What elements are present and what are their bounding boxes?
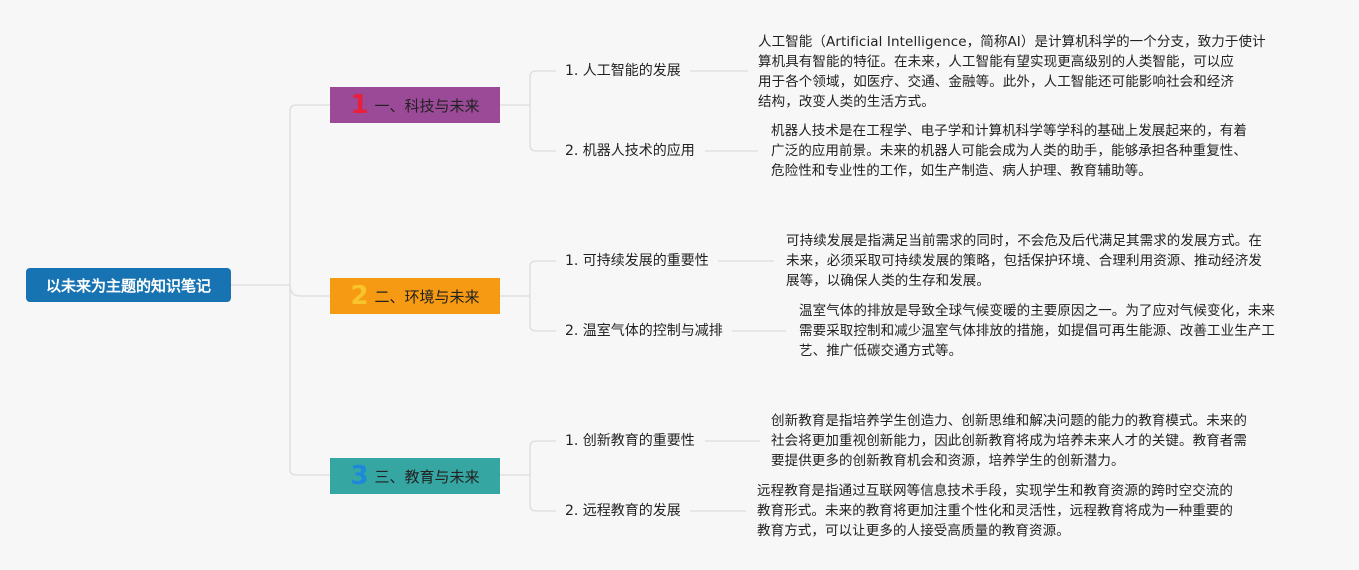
note-line: 人工智能（Artificial Intelligence，简称AI）是计算机科学… [758,34,1266,50]
subtopic-innovative-education[interactable]: 1. 创新教育的重要性 [565,432,695,450]
note-line: 可持续发展是指满足当前需求的同时，不会危及后代满足其需求的发展方式。在 [786,233,1262,249]
note-line: 社会将更加重视创新能力，因此创新教育将成为培养未来人才的关键。教育者需 [771,433,1247,449]
branch-label: 二、环境与未来 [374,287,480,306]
note-line: 需要采取控制和减少温室气体排放的措施，如提倡可再生能源、改善工业生产工 [799,323,1275,339]
number-2-badge: 2 [350,281,369,311]
subtopic-label: 1. 可持续发展的重要性 [565,253,709,269]
subtopic-label: 2. 温室气体的控制与减排 [565,323,723,339]
subtopic-distance-education[interactable]: 2. 远程教育的发展 [565,502,681,520]
note-line: 远程教育是指通过互联网等信息技术手段，实现学生和教育资源的跨时空交流的 [757,483,1233,499]
note-line: 机器人技术是在工程学、电子学和计算机科学等学科的基础上发展起来的，有着 [771,123,1247,139]
note-line: 未来，必须采取可持续发展的策略，包括保护环境、合理利用资源、推动经济发 [786,253,1262,269]
number-1-badge: 1 [350,90,369,120]
note-line: 广泛的应用前景。未来的机器人可能会成为人类的助手，能够承担各种重复性、 [771,143,1247,159]
subtopic-label: 2. 机器人技术的应用 [565,143,695,159]
branch-topic-education[interactable]: 3 三、教育与未来 [330,458,500,494]
root-topic-label: 以未来为主题的知识笔记 [45,276,211,295]
branch-topic-environment[interactable]: 2 二、环境与未来 [330,278,500,314]
note-line: 创新教育是指培养学生创造力、创新思维和解决问题的能力的教育模式。未来的 [771,413,1247,429]
subtopic-label: 2. 远程教育的发展 [565,503,681,519]
note-line: 教育形式。未来的教育将更加注重个性化和灵活性，远程教育将成为一种重要的 [757,503,1233,519]
note-innovative-education[interactable]: 创新教育是指培养学生创造力、创新思维和解决问题的能力的教育模式。未来的 社会将更… [771,411,1247,471]
note-sustainability[interactable]: 可持续发展是指满足当前需求的同时，不会危及后代满足其需求的发展方式。在 未来，必… [786,231,1262,291]
root-topic[interactable]: 以未来为主题的知识笔记 [26,268,231,302]
note-ai-development[interactable]: 人工智能（Artificial Intelligence，简称AI）是计算机科学… [758,32,1266,112]
note-greenhouse-gas[interactable]: 温室气体的排放是导致全球气候变暖的主要原因之一。为了应对气候变化，未来 需要采取… [799,301,1275,361]
connector-root-b2 [289,284,330,297]
subtopic-sustainability[interactable]: 1. 可持续发展的重要性 [565,252,709,270]
subtopic-ai-development[interactable]: 1. 人工智能的发展 [565,62,681,80]
number-3-badge: 3 [350,461,369,491]
subtopic-greenhouse-gas[interactable]: 2. 温室气体的控制与减排 [565,322,723,340]
note-line: 要提供更多的创新教育机会和资源，培养学生的创新潜力。 [771,453,1125,469]
subtopic-robotics[interactable]: 2. 机器人技术的应用 [565,142,695,160]
subtopic-label: 1. 创新教育的重要性 [565,433,695,449]
branch-topic-technology[interactable]: 1 一、科技与未来 [330,87,500,123]
connector-b3 [500,440,556,512]
connector-b2 [500,260,556,332]
connector-b1 [500,70,556,152]
connector-trunk [289,104,330,476]
note-line: 危险性和专业性的工作，如生产制造、病人护理、教育辅助等。 [771,163,1152,179]
note-line: 用于各个领域，如医疗、交通、金融等。此外，人工智能还可能影响社会和经济 [758,74,1234,90]
note-line: 教育方式，可以让更多的人接受高质量的教育资源。 [757,523,1070,539]
branch-label: 一、科技与未来 [374,96,480,115]
subtopic-label: 1. 人工智能的发展 [565,63,681,79]
note-line: 温室气体的排放是导致全球气候变暖的主要原因之一。为了应对气候变化，未来 [799,303,1275,319]
note-line: 艺、推广低碳交通方式等。 [799,343,963,359]
note-line: 结构，改变人类的生活方式。 [758,94,935,110]
note-robotics[interactable]: 机器人技术是在工程学、电子学和计算机科学等学科的基础上发展起来的，有着 广泛的应… [771,121,1247,181]
note-line: 展等，以确保人类的生存和发展。 [786,273,990,289]
note-line: 算机具有智能的特征。在未来，人工智能有望实现更高级别的人类智能，可以应 [758,54,1234,70]
branch-label: 三、教育与未来 [374,467,480,486]
note-distance-education[interactable]: 远程教育是指通过互联网等信息技术手段，实现学生和教育资源的跨时空交流的 教育形式… [757,481,1233,541]
